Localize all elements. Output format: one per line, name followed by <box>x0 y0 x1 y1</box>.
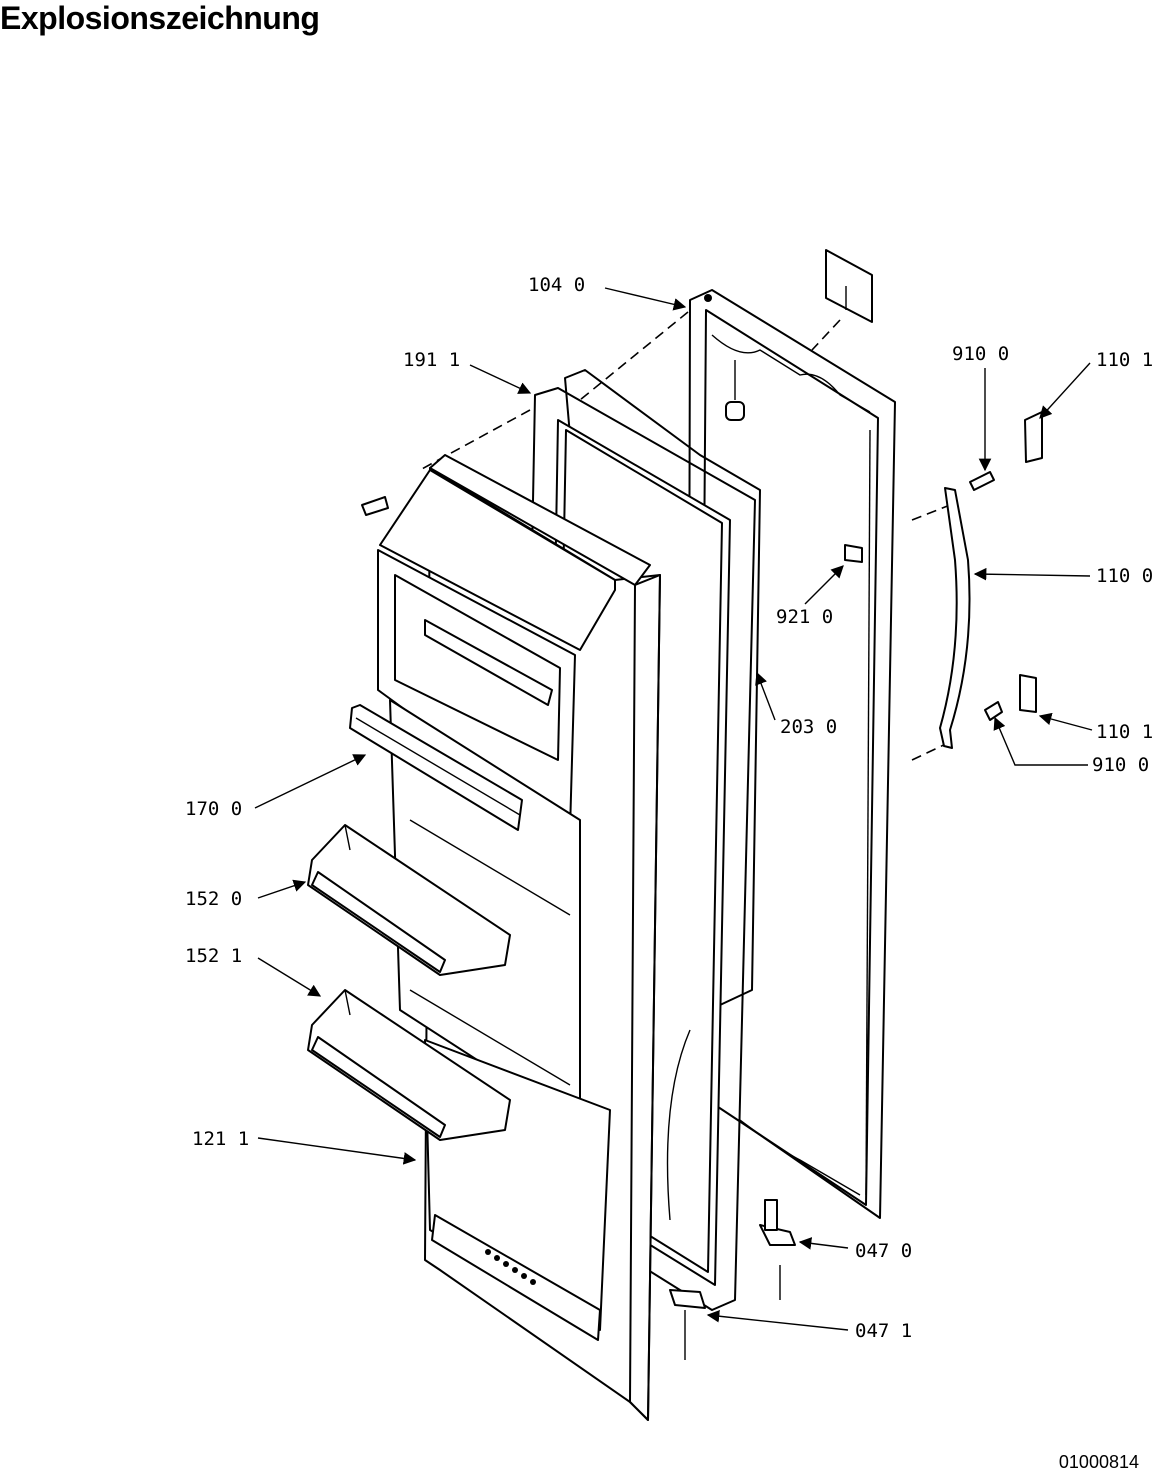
screw-top-left <box>361 496 389 516</box>
callout-110-1-top: 110 1 <box>1096 349 1153 371</box>
callout-110-1-bottom: 110 1 <box>1096 721 1153 743</box>
door-handle <box>939 487 971 749</box>
callout-152-1: 152 1 <box>185 945 242 967</box>
handle-end-cap-bottom <box>1019 674 1037 713</box>
dairy-shelf-bar <box>349 619 553 831</box>
callout-921-0: 921 0 <box>776 606 833 628</box>
callout-leaders <box>254 287 1093 1331</box>
outer-door-panel <box>687 289 896 1219</box>
clip-921 <box>844 544 863 563</box>
callout-110-0: 110 0 <box>1096 565 1153 587</box>
door-bin-upper <box>307 824 511 976</box>
callout-203-0: 203 0 <box>780 716 837 738</box>
callout-047-1: 047 1 <box>855 1320 912 1342</box>
inner-door-liner <box>377 454 661 1421</box>
callout-191-1: 191 1 <box>403 349 460 371</box>
callout-104-0: 104 0 <box>528 274 585 296</box>
door-plug <box>725 401 745 421</box>
handle-end-cap-top <box>1024 411 1043 463</box>
callout-152-0: 152 0 <box>185 888 242 910</box>
callout-047-0: 047 0 <box>855 1240 912 1262</box>
handle-screw-top <box>969 471 995 491</box>
hinge-upper <box>759 1199 796 1300</box>
door-bin-lower <box>307 989 511 1141</box>
callout-170-0: 170 0 <box>185 798 242 820</box>
callout-910-0-bottom: 910 0 <box>1092 754 1149 776</box>
page-title: Explosionszeichnung <box>0 0 320 36</box>
callout-121-1: 121 1 <box>192 1128 249 1150</box>
callout-910-0-top: 910 0 <box>952 343 1009 365</box>
hinge-lower <box>669 1289 706 1360</box>
rating-label <box>811 249 873 351</box>
drawing-number: 01000814 <box>1058 1452 1139 1472</box>
handle-screw-bottom <box>984 701 1003 721</box>
